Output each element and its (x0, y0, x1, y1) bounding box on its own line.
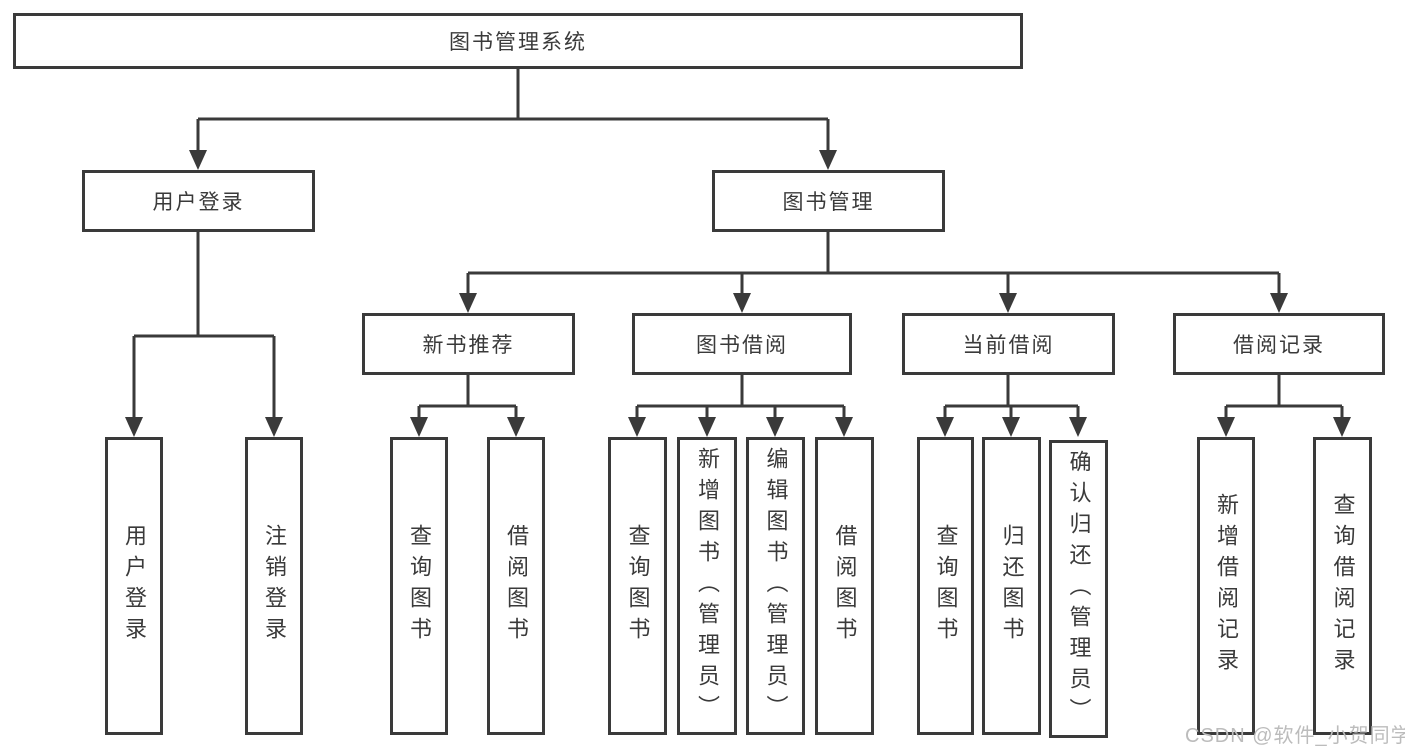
leaf-logout-login: 注销登录 (245, 437, 303, 735)
node-new-book-recommend: 新书推荐 (362, 313, 575, 375)
connector-book-borrowing-to-leaves (635, 375, 846, 429)
leaf-user-login: 用户登录 (105, 437, 163, 735)
node-current-borrowing: 当前借阅 (902, 313, 1115, 375)
node-label: 新增图书（管理员） (695, 446, 720, 726)
arrowhead-leaf-add-borrow-record (1217, 417, 1235, 437)
connector-borrowing-records-to-leaves (1224, 375, 1344, 429)
leaf-confirm-return-admin: 确认归还（管理员） (1049, 440, 1108, 738)
leaf-query-borrow-record: 查询借阅记录 (1313, 437, 1372, 735)
arrowhead-leaf-confirm-return-admin (1069, 417, 1087, 437)
node-book-borrowing: 图书借阅 (632, 313, 852, 375)
arrowhead-leaf-borrow-books-recommend (507, 417, 525, 437)
connector-root-to-level2 (196, 69, 830, 162)
arrowhead-leaf-query-borrow-record (1333, 417, 1351, 437)
node-label: 借阅图书 (832, 524, 858, 648)
arrowhead-user-login (189, 150, 207, 170)
arrowhead-book-management (819, 150, 837, 170)
leaf-add-borrow-record: 新增借阅记录 (1197, 437, 1255, 735)
node-label: 用户登录 (122, 524, 147, 648)
node-label: 查询图书 (933, 524, 959, 648)
leaf-query-books-borrowing: 查询图书 (608, 437, 667, 735)
leaf-query-books-current: 查询图书 (917, 437, 974, 735)
node-label: 借阅图书 (504, 524, 529, 648)
leaf-borrow-books-recommend: 借阅图书 (487, 437, 545, 735)
arrowhead-leaf-logout (265, 417, 283, 437)
arrowhead-leaf-query-books-borrowing (628, 417, 646, 437)
arrowhead-book-borrowing (733, 293, 751, 313)
node-label: 图书管理系统 (449, 31, 587, 54)
leaf-return-books: 归还图书 (982, 437, 1041, 735)
node-label: 编辑图书（管理员） (763, 446, 789, 726)
leaf-query-books-recommend: 查询图书 (390, 437, 448, 735)
arrowhead-leaf-edit-books-admin (766, 417, 784, 437)
csdn-watermark: CSDN @软件_小贺同学 (1185, 725, 1405, 747)
arrowhead-leaf-user-login (125, 417, 143, 437)
connector-book-management-to-level3 (466, 232, 1281, 305)
node-borrowing-records: 借阅记录 (1173, 313, 1385, 375)
node-book-management: 图书管理 (712, 170, 945, 232)
node-label: 借阅记录 (1233, 334, 1325, 357)
arrowhead-current-borrowing (999, 293, 1017, 313)
node-label: 用户登录 (152, 191, 245, 214)
connector-user-login-to-leaves (132, 232, 276, 429)
node-label: 归还图书 (999, 524, 1025, 648)
leaf-edit-books-admin: 编辑图书（管理员） (746, 437, 805, 735)
arrowhead-borrowing-records (1270, 293, 1288, 313)
leaf-borrow-books-borrowing: 借阅图书 (815, 437, 874, 735)
arrowhead-new-book-recommend (459, 293, 477, 313)
leaf-add-books-admin: 新增图书（管理员） (677, 437, 737, 735)
connector-new-book-to-leaves (417, 375, 518, 429)
arrowhead-leaf-borrow-books-borrowing (835, 417, 853, 437)
node-label: 注销登录 (262, 524, 287, 648)
node-label: 查询借阅记录 (1330, 493, 1356, 679)
node-library-management-system: 图书管理系统 (13, 13, 1023, 69)
node-label: 图书管理 (782, 191, 875, 214)
arrowhead-leaf-add-books-admin (698, 417, 716, 437)
node-label: 当前借阅 (962, 334, 1055, 357)
node-label: 查询图书 (407, 524, 432, 648)
node-label: 查询图书 (625, 524, 651, 648)
node-user-login: 用户登录 (82, 170, 315, 232)
node-label: 新增借阅记录 (1214, 493, 1239, 679)
node-label: 确认归还（管理员） (1066, 449, 1092, 729)
node-label: 图书借阅 (696, 334, 788, 357)
arrowhead-leaf-query-books-recommend (410, 417, 428, 437)
arrowhead-leaf-query-books-current (936, 417, 954, 437)
arrowhead-leaf-return-books (1002, 417, 1020, 437)
node-label: 新书推荐 (422, 334, 515, 357)
